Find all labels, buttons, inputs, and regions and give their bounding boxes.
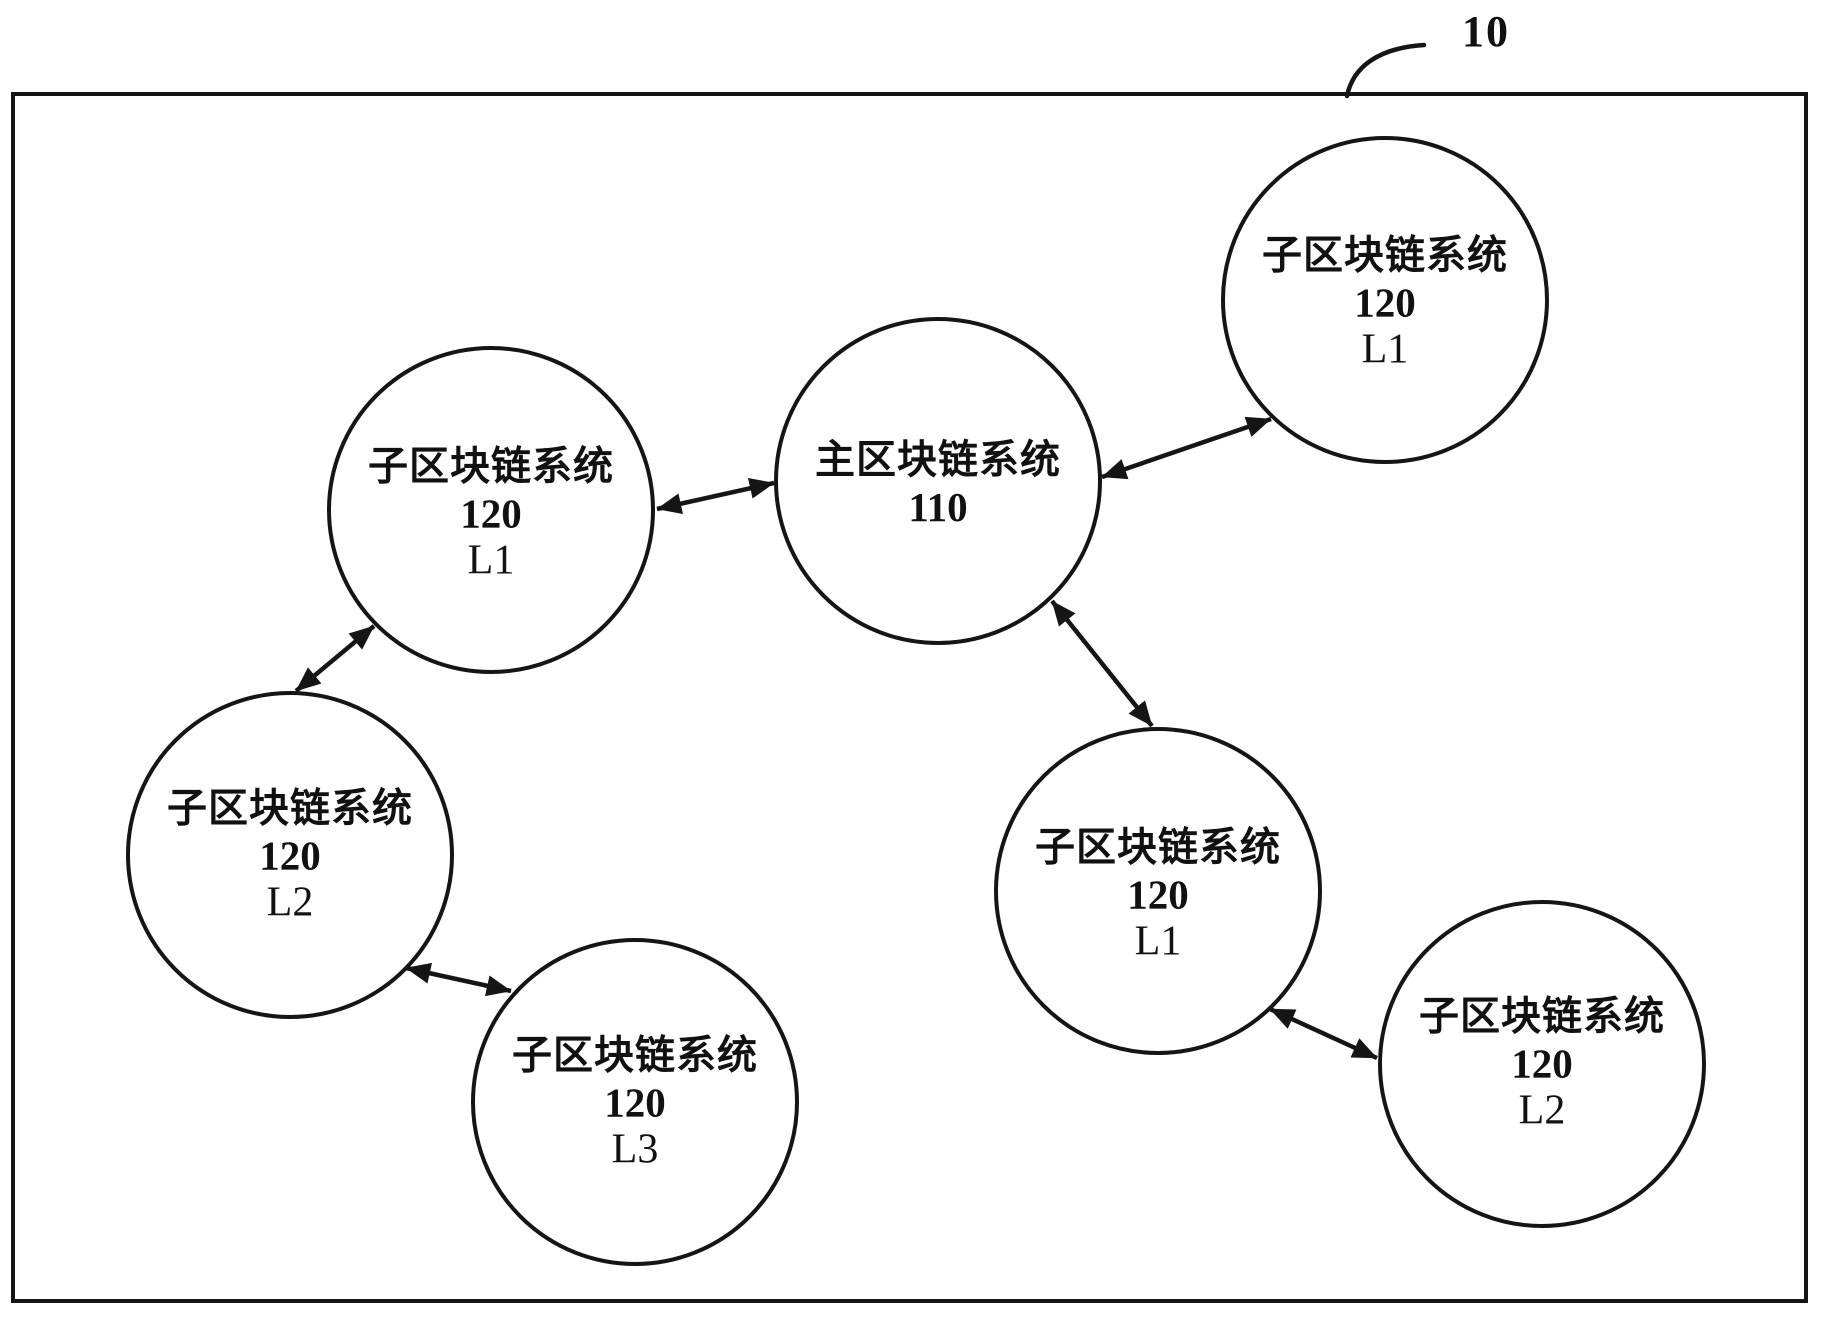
node-ref: 120 bbox=[1127, 871, 1189, 918]
node-label-sub-right: 子区块链系统 120 L1 bbox=[998, 825, 1318, 966]
node-ref: 120 bbox=[1354, 279, 1416, 326]
node-layer: L1 bbox=[467, 537, 515, 584]
node-ref: 120 bbox=[1511, 1040, 1573, 1087]
node-title: 子区块链系统 bbox=[368, 444, 614, 489]
node-title: 子区块链系统 bbox=[512, 1033, 758, 1078]
node-layer: L2 bbox=[266, 879, 314, 926]
edge-main-to-sub-top-right bbox=[1101, 416, 1272, 480]
node-label-sub-top-right: 子区块链系统 120 L1 bbox=[1225, 233, 1545, 374]
node-label-sub-bottom-right: 子区块链系统 120 L2 bbox=[1382, 994, 1702, 1135]
node-ref: 110 bbox=[908, 484, 968, 530]
node-label-sub-left: 子区块链系统 120 L1 bbox=[331, 444, 651, 585]
edge-sub-left-to-sub-lower-left bbox=[294, 624, 376, 693]
edge-main-to-sub-left bbox=[656, 477, 775, 515]
node-title: 主区块链系统 bbox=[815, 438, 1061, 482]
node-layer: L3 bbox=[611, 1126, 659, 1173]
node-layer: L1 bbox=[1134, 918, 1182, 965]
node-title: 子区块链系统 bbox=[1035, 825, 1281, 870]
reference-leader-line bbox=[1344, 42, 1427, 99]
node-circle-sub-left bbox=[327, 346, 655, 674]
node-ref: 120 bbox=[460, 490, 522, 537]
node-layer: L1 bbox=[1361, 326, 1409, 373]
node-label-sub-lower-left: 子区块链系统 120 L2 bbox=[130, 786, 450, 927]
node-circle-sub-top-right bbox=[1221, 136, 1549, 464]
node-title: 子区块链系统 bbox=[1262, 233, 1508, 278]
node-ref: 120 bbox=[604, 1079, 666, 1126]
figure-reference-label: 10 bbox=[1462, 7, 1510, 56]
node-layer: L2 bbox=[1518, 1087, 1566, 1134]
edge-main-to-sub-right bbox=[1050, 599, 1154, 728]
node-title: 子区块链系统 bbox=[1419, 994, 1665, 1039]
node-label-main-center: 主区块链系统 110 bbox=[778, 437, 1098, 531]
system-boundary-box bbox=[11, 92, 1808, 1303]
node-circle-sub-right bbox=[994, 727, 1322, 1055]
node-label-sub-bottom: 子区块链系统 120 L3 bbox=[475, 1033, 795, 1174]
node-circle-sub-lower-left bbox=[126, 691, 454, 1019]
node-title: 子区块链系统 bbox=[167, 786, 413, 831]
node-circle-main-center bbox=[774, 317, 1102, 645]
node-ref: 120 bbox=[259, 832, 321, 879]
edge-sub-right-to-sub-bottom-right bbox=[1269, 1006, 1378, 1061]
node-circle-sub-bottom bbox=[471, 938, 799, 1266]
edge-sub-lower-left-to-sub-bottom bbox=[405, 962, 512, 997]
node-circle-sub-bottom-right bbox=[1378, 900, 1706, 1228]
